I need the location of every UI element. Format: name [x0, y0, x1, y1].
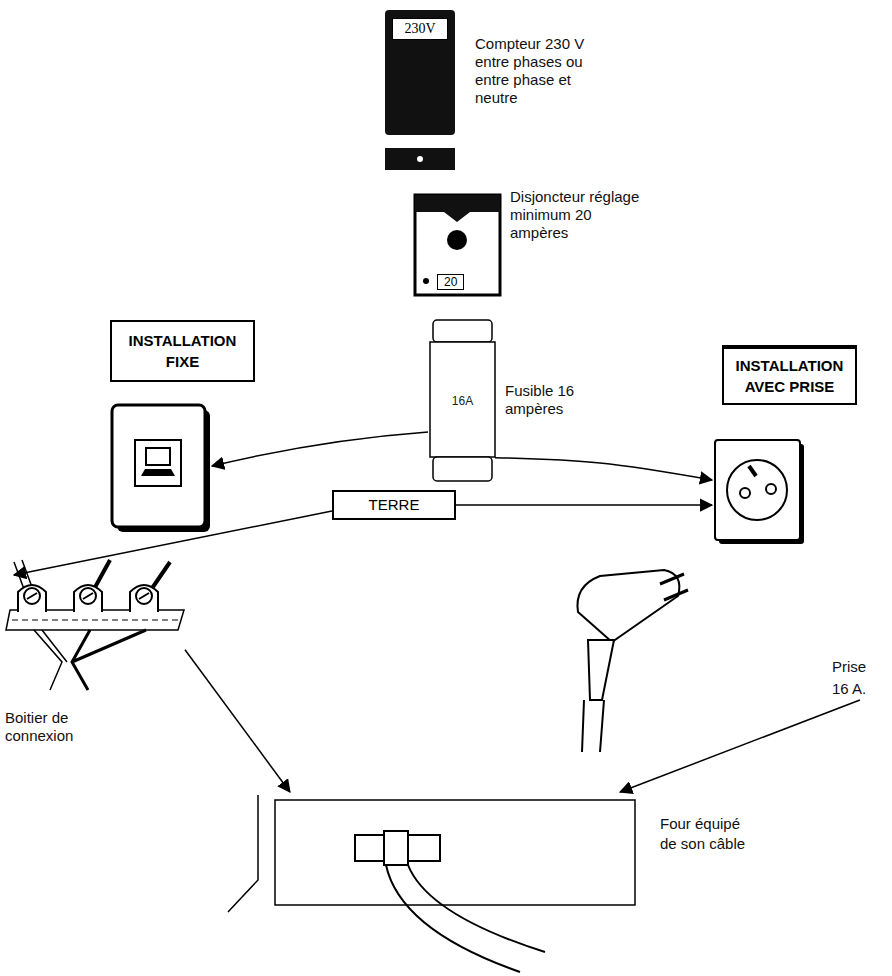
- switch-box: [112, 405, 205, 527]
- terminal-clamp: [18, 585, 46, 612]
- socket-plate: [715, 440, 800, 540]
- breaker: 20: [415, 195, 500, 295]
- meter-base: [385, 148, 455, 170]
- oven-connector: [384, 831, 408, 865]
- oven: Four équipé de son câble: [255, 792, 800, 910]
- connector-arrow: [185, 650, 290, 792]
- node-text: INSTALLATION FIXE: [118, 330, 247, 372]
- switch-icon: [146, 448, 170, 465]
- cable-wire: [34, 630, 67, 690]
- terminal-block: Boitier de connexion: [5, 575, 185, 745]
- plug-cable: [582, 700, 604, 752]
- node-text: Four équipé de son câble: [660, 814, 760, 854]
- terminal-clamp: [130, 585, 158, 612]
- installation-box: INSTALLATION AVEC PRISE: [722, 345, 857, 405]
- breaker-body: [415, 195, 500, 295]
- node-text: 20: [437, 274, 464, 290]
- part-label: Disjoncteur réglage minimum 20 ampères: [510, 188, 640, 242]
- supply-arrow: [212, 432, 428, 466]
- earth-box: TERRE: [332, 490, 456, 520]
- connector-arrow: [14, 511, 332, 575]
- terminal-screw: [136, 588, 152, 604]
- connector-arrow: [620, 700, 860, 792]
- socket-hole: [766, 484, 776, 494]
- oven-body: [275, 800, 635, 905]
- oven-wall: [228, 795, 258, 912]
- meter-screw: [417, 156, 423, 162]
- switch-icon: [135, 440, 181, 486]
- node-text: Boitier de connexion: [5, 709, 100, 745]
- screw-slot: [83, 593, 93, 599]
- part-label: Fusible 16 ampères: [505, 382, 597, 418]
- socket-face: [727, 460, 787, 520]
- socket: Prise 16 A.: [712, 438, 884, 700]
- node-text: INSTALLATION AVEC PRISE: [730, 355, 849, 397]
- oven-cable: [386, 865, 545, 972]
- fuse-cap: [433, 457, 492, 481]
- switch-icon: [141, 469, 175, 476]
- socket-earth-pin: [749, 466, 756, 476]
- node-text: Prise 16 A.: [832, 656, 884, 700]
- terminal-strip: [6, 610, 184, 630]
- node-text: TERRE: [340, 496, 448, 514]
- breaker-top: [415, 195, 500, 222]
- node-text: 16A: [452, 394, 473, 408]
- plug-grip: [588, 640, 614, 700]
- fuse-cap: [433, 320, 492, 342]
- terminal-screw: [80, 588, 96, 604]
- terminal-clamp: [74, 585, 102, 612]
- fuse: 16A: [430, 320, 495, 482]
- connector-arrow: [495, 458, 712, 480]
- meter: 230V: [385, 10, 455, 135]
- plug-pins: [660, 574, 688, 600]
- breaker-button: [447, 230, 467, 250]
- socket-hole: [740, 488, 750, 498]
- terminal-strip: [12, 620, 180, 621]
- installation-box: INSTALLATION FIXE: [110, 320, 255, 382]
- part-label: Compteur 230 V entre phases ou entre pha…: [475, 35, 615, 107]
- screw-slot: [139, 593, 149, 599]
- cable-wire: [72, 630, 146, 690]
- screw-slot: [27, 593, 37, 599]
- fuse-body: [430, 342, 495, 457]
- breaker-dot: [423, 278, 429, 284]
- terminal-screw: [24, 588, 40, 604]
- node-text: 230V: [392, 18, 448, 40]
- terminal-clamps: [18, 585, 158, 612]
- connector-arrow: [456, 504, 712, 506]
